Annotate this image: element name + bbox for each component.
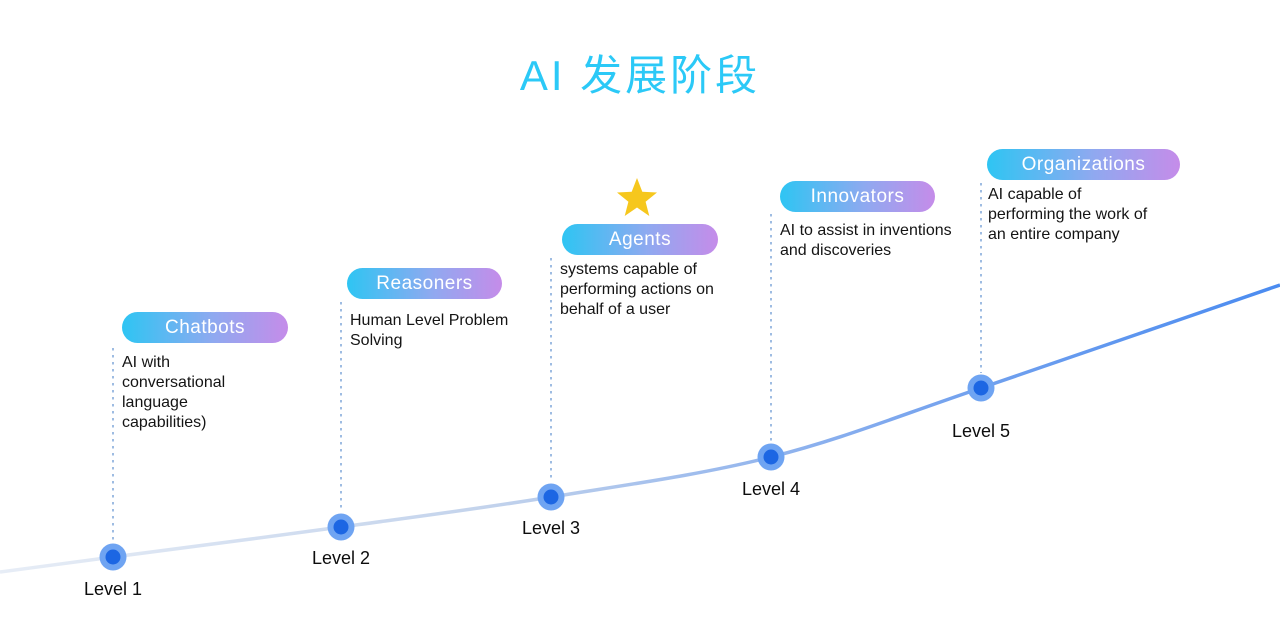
level-2-dot <box>327 513 355 541</box>
level-3-label: Level 3 <box>521 518 581 538</box>
stage-badge-label: Reasoners <box>376 272 473 294</box>
level-1-label: Level 1 <box>83 579 143 599</box>
stage-description-agents: systems capable of performing actions on… <box>560 261 714 318</box>
stage-description-innovators: AI to assist in inventions and discoveri… <box>780 222 952 259</box>
stage-badge-chatbots: Chatbots <box>122 312 288 343</box>
stage-description-chatbots: AI with conversational language capabili… <box>122 354 226 431</box>
stage-badge-label: Innovators <box>810 185 905 207</box>
level-2-label: Level 2 <box>311 548 371 568</box>
page-title: AI 发展阶段 <box>519 52 761 99</box>
level-5-dot <box>967 374 995 402</box>
stage-badge-label: Agents <box>608 228 672 250</box>
level-1-dot <box>99 543 127 571</box>
level-4-label: Level 4 <box>741 479 801 499</box>
growth-curve <box>0 283 1280 574</box>
stage-badge-agents: Agents <box>562 224 718 255</box>
stage-description-reasoners: Human Level Problem Solving <box>350 312 509 349</box>
stage-badge-reasoners: Reasoners <box>347 268 502 299</box>
level-4-dot <box>757 443 785 471</box>
level-3-dot <box>537 483 565 511</box>
stage-description-organizations: AI capable of performing the work of an … <box>988 186 1148 243</box>
stage-badge-organizations: Organizations <box>987 149 1180 180</box>
level-5-label: Level 5 <box>951 421 1011 441</box>
stage-badge-innovators: Innovators <box>780 181 935 212</box>
stage-badge-label: Organizations <box>1021 153 1146 175</box>
star-icon <box>617 178 657 216</box>
stage-badge-label: Chatbots <box>164 316 246 338</box>
